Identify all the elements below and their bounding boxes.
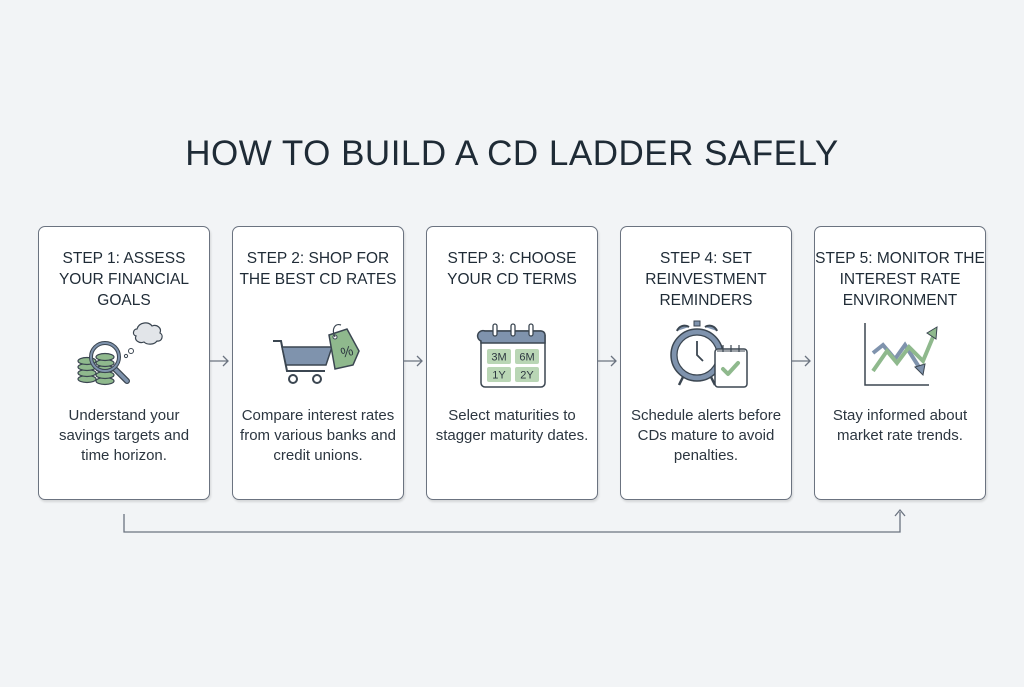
- shopping-cart-tag-icon: %: [273, 324, 360, 384]
- step-heading: STEP 5: MONITOR THE INTEREST RATE ENVIRO…: [815, 250, 985, 309]
- step-description: Schedule alerts before CDs mature to avo…: [630, 407, 782, 464]
- arrow-right-icon: [598, 355, 617, 367]
- step-card-5: STEP 5: MONITOR THE INTEREST RATE ENVIRO…: [814, 226, 986, 500]
- step-heading: STEP 4: SET REINVESTMENT REMINDERS: [645, 250, 767, 309]
- step-heading: STEP 3: CHOOSE YOUR CD TERMS: [447, 250, 577, 288]
- step-heading: STEP 2: SHOP FOR THE BEST CD RATES: [239, 250, 397, 288]
- arrow-right-icon: [792, 355, 811, 367]
- page-title: HOW TO BUILD A CD LADDER SAFELY: [185, 134, 839, 173]
- term-label: 3M: [491, 352, 506, 364]
- step-heading: STEP 1: ASSESS YOUR FINANCIAL GOALS: [58, 250, 190, 309]
- trend-chart-icon: [864, 323, 938, 386]
- calendar-terms-icon: 3M 6M 1Y 2Y: [476, 323, 546, 388]
- step-card-3: STEP 3: CHOOSE YOUR CD TERMS 3M 6M 1Y 2Y…: [426, 226, 598, 500]
- term-label: 1Y: [492, 370, 506, 382]
- term-label: 6M: [519, 352, 534, 364]
- step-description: Compare interest rates from various bank…: [240, 407, 396, 464]
- coins-magnifier-icon: [77, 322, 163, 386]
- alarm-clock-calendar-icon: [670, 320, 748, 388]
- step-card-4: STEP 4: SET REINVESTMENT REMINDERS Sched…: [620, 226, 792, 500]
- tag-label: %: [339, 342, 355, 361]
- arrow-right-icon: [210, 355, 229, 367]
- term-label: 2Y: [520, 370, 534, 382]
- step-card-1: STEP 1: ASSESS YOUR FINANCIAL GOALS Unde…: [38, 226, 210, 500]
- step-description: Understand your savings targets and time…: [58, 407, 190, 464]
- step-description: Stay informed about market rate trends.: [832, 407, 968, 444]
- step-card-2: STEP 2: SHOP FOR THE BEST CD RATES % Com…: [232, 226, 404, 500]
- arrow-right-icon: [404, 355, 423, 367]
- step-description: Select maturities to stagger maturity da…: [435, 407, 589, 444]
